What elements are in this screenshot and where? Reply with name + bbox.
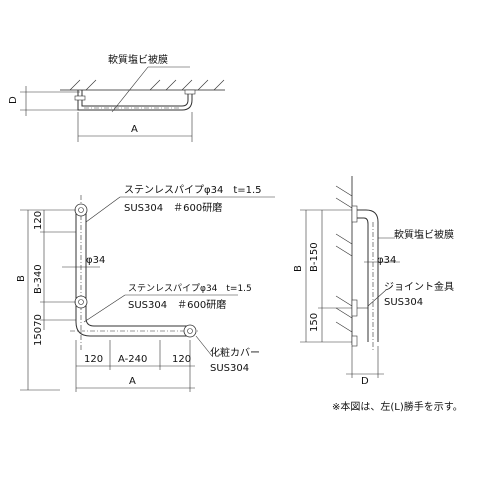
right-joint: ジョイント金具 <box>384 280 454 293</box>
cover-label: 化粧カバー <box>210 346 260 359</box>
bottom-dim-a: A <box>129 376 136 387</box>
right-dim-150: 150 <box>309 313 320 332</box>
left-dim-15070: 15070 <box>33 314 44 346</box>
top-dim-d: D <box>8 96 19 104</box>
bottom-dim-120b: 120 <box>172 354 191 365</box>
top-material-label: 軟質塩ビ被膜 <box>108 53 168 66</box>
cover-material: SUS304 <box>210 363 249 374</box>
left-dim-120: 120 <box>33 211 44 230</box>
right-dim-b: B <box>293 265 304 272</box>
left-finish2: SUS304 ＃600研磨 <box>128 299 226 311</box>
right-dim-d: D <box>361 376 369 387</box>
left-dim-b340: B-340 <box>33 264 44 294</box>
right-phi: φ34 <box>377 255 396 266</box>
left-pipe-spec: ステンレスパイプφ34 t=1.5 <box>124 184 262 196</box>
right-dim-b150: B-150 <box>309 242 320 272</box>
left-finish: SUS304 ＃600研磨 <box>124 202 222 214</box>
right-material: 軟質塩ビ被膜 <box>394 228 454 241</box>
top-dim-a: A <box>131 124 138 135</box>
left-phi: φ34 <box>86 255 105 266</box>
bottom-dim-a240: A-240 <box>118 354 147 365</box>
orientation-note: ※本図は、左(L)勝手を示す。 <box>332 400 463 413</box>
top-wall-hatch <box>60 79 225 91</box>
front-view: ステンレスパイプφ34 t=1.5 SUS304 ＃600研磨 B 120 B-… <box>16 184 275 392</box>
bottom-dim-120: 120 <box>84 354 103 365</box>
left-pipe-spec2: ステンレスパイプφ34 t=1.5 <box>128 283 252 294</box>
side-view: 軟質塩ビ被膜 φ34 ジョイント金具 SUS304 B B-150 150 D <box>293 176 454 387</box>
left-dim-b: B <box>16 275 27 282</box>
right-joint-material: SUS304 <box>384 297 423 308</box>
top-view: 軟質塩ビ被膜 D A <box>8 53 225 142</box>
